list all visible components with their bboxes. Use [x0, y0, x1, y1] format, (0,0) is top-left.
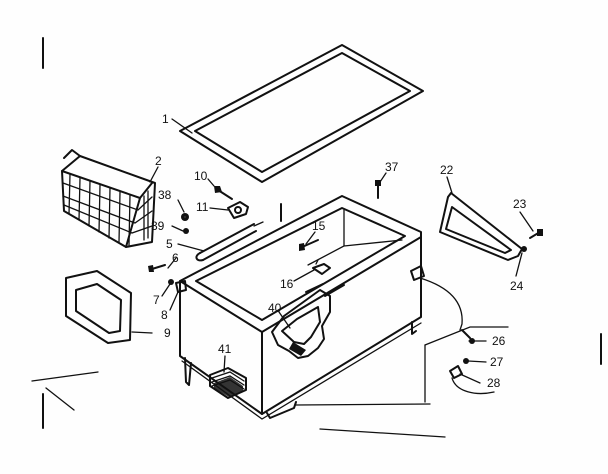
callout-2: 2 — [155, 154, 162, 168]
callout-15: 15 — [312, 219, 326, 233]
scan-mark-stray — [31, 371, 99, 411]
callout-26: 26 — [492, 334, 506, 348]
callout-38: 38 — [158, 188, 172, 202]
callout-41: 41 — [218, 342, 232, 356]
callout-9: 9 — [164, 326, 171, 340]
callout-37: 37 — [385, 160, 399, 174]
callout-16: 16 — [280, 277, 294, 291]
callout-6: 6 — [172, 251, 179, 265]
grille-part — [209, 367, 247, 399]
small-panel-part — [65, 270, 132, 344]
callout-8: 8 — [161, 308, 168, 322]
callout-10: 10 — [194, 169, 208, 183]
callout-22: 22 — [440, 163, 454, 177]
callout-24: 24 — [510, 279, 524, 293]
callout-23: 23 — [513, 197, 527, 211]
freezer-cabinet — [179, 195, 446, 438]
callout-7: 7 — [153, 293, 160, 307]
callout-1: 1 — [162, 112, 169, 126]
back-panel-part — [439, 192, 523, 261]
callout-28: 28 — [487, 376, 501, 390]
drain-assembly-part — [271, 283, 345, 359]
callout-27: 27 — [490, 355, 504, 369]
hardware-parts — [148, 180, 543, 403]
leader-lines — [131, 118, 534, 384]
callout-labels: 1 2 5 6 7 8 9 10 11 15 16 22 23 24 26 27… — [151, 112, 527, 390]
lid-gasket-part — [179, 44, 424, 183]
hinge-rod-part — [195, 221, 264, 262]
callout-11: 11 — [196, 200, 209, 214]
callout-39: 39 — [151, 219, 165, 233]
basket-part — [61, 149, 156, 248]
callout-5: 5 — [166, 237, 173, 251]
callout-40: 40 — [268, 301, 282, 315]
